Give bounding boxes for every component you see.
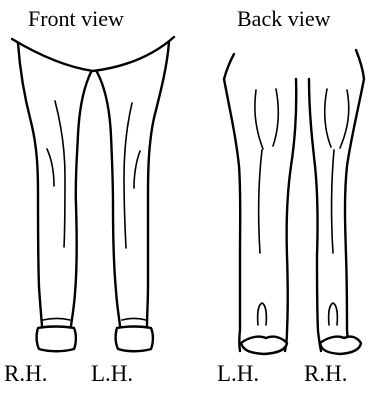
back-left-hind-leg (224, 54, 296, 354)
back-left-leg-outer-outline (224, 79, 240, 351)
front-right-leg-inner-outline (71, 72, 91, 326)
back-right-tendon-line (332, 150, 334, 253)
front-right-hoof (37, 327, 76, 352)
back-left-hoof (241, 337, 287, 354)
front-left-leg-muscle-line (124, 103, 132, 248)
back-right-hamstring-line (325, 89, 331, 147)
back-right-top-curl (356, 50, 364, 79)
front-right-coronet-line (43, 319, 70, 321)
back-left-hamstring-line-two (273, 89, 278, 146)
front-right-leg-outer-outline (18, 43, 42, 326)
back-left-hind-label: L.H. (217, 362, 259, 385)
back-right-hamstring-line-two (340, 90, 349, 148)
front-view-drawing (12, 37, 174, 351)
front-left-hind-label: L.H. (91, 362, 133, 385)
front-left-leg-inner-outline (97, 72, 120, 326)
back-right-hind-leg (309, 50, 364, 354)
front-left-hind-leg (97, 42, 169, 351)
front-right-hind-label: R.H. (4, 362, 47, 385)
front-right-hind-leg (18, 43, 91, 351)
front-right-leg-joint-line (47, 149, 54, 186)
back-right-hoof (320, 337, 361, 354)
front-left-leg-joint-line (134, 151, 140, 188)
back-view-drawing (224, 50, 364, 354)
back-right-hind-label: R.H. (304, 362, 347, 385)
back-left-hamstring-line (255, 90, 263, 149)
back-left-leg-inner-outline (285, 79, 296, 351)
front-right-leg-muscle-line (55, 101, 65, 247)
front-left-hoof (116, 327, 153, 352)
front-view-top-curve (12, 37, 174, 71)
front-left-coronet-line (122, 319, 146, 321)
back-right-fetlock-mark (329, 303, 338, 325)
back-left-fetlock-mark (258, 303, 267, 325)
front-left-leg-outer-outline (147, 42, 169, 326)
back-left-top-curl (224, 54, 234, 79)
back-right-leg-inner-outline (309, 79, 321, 351)
back-left-tendon-line (259, 150, 262, 253)
